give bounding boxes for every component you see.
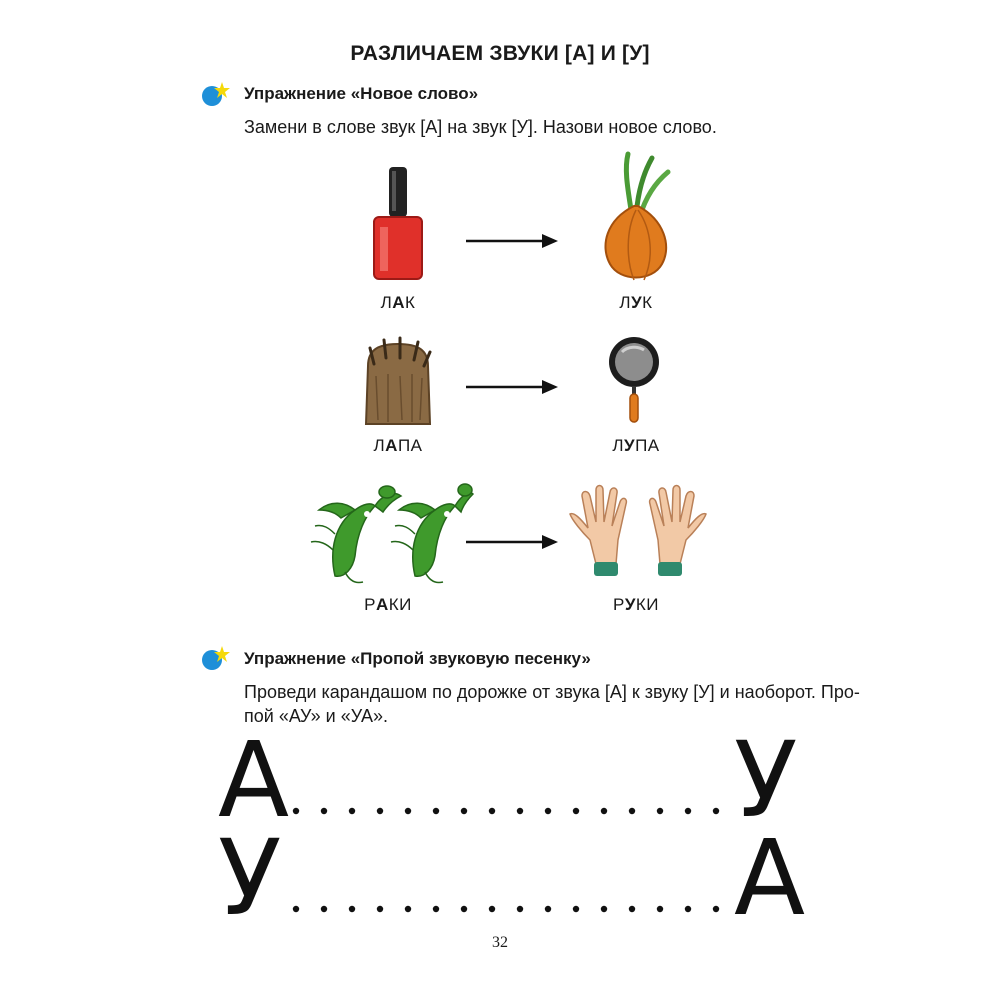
- exercise-bullet-icon: [202, 82, 230, 106]
- tracing-dotted-path[interactable]: [290, 902, 734, 916]
- crayfish-icon: [310, 483, 475, 584]
- hands-icon: [569, 484, 707, 576]
- tracing-dotted-path[interactable]: [290, 804, 734, 818]
- page-number: 32: [492, 934, 508, 951]
- tracing-letter-start: У: [218, 817, 282, 939]
- magnifier-icon: [609, 337, 659, 423]
- tracing-letter-end: У: [734, 719, 798, 841]
- tracing-letter-start: А: [218, 719, 290, 841]
- exercise-bullet-icon: [202, 646, 230, 670]
- word-from: РАКИ: [364, 595, 412, 614]
- exercise2-instruction-line2: пой «АУ» и «УА».: [244, 706, 388, 726]
- exercise2-instruction-line1: Проведи карандашом по дорожке от звука […: [244, 682, 860, 702]
- exercise1-instruction: Замени в слове звук [А] на звук [У]. Наз…: [244, 117, 717, 137]
- page-title: РАЗЛИЧАЕМ ЗВУКИ [А] И [У]: [350, 42, 650, 65]
- exercise1-title: Упражнение «Новое слово»: [244, 84, 479, 103]
- word-from: ЛАК: [380, 293, 416, 312]
- arrow-right-icon: [466, 234, 558, 248]
- word-to: ЛУК: [619, 293, 653, 312]
- word-to: РУКИ: [612, 595, 660, 614]
- nail-polish-icon: [373, 167, 423, 280]
- arrow-right-icon: [466, 535, 558, 549]
- word-to: ЛУПА: [612, 436, 660, 455]
- onion-icon: [604, 151, 671, 281]
- arrow-right-icon: [466, 380, 558, 394]
- tracing-letter-end: А: [734, 817, 806, 939]
- paw-icon: [364, 336, 432, 425]
- word-from: ЛАПА: [373, 436, 423, 455]
- exercise2-title: Упражнение «Пропой звуковую песенку»: [244, 649, 591, 668]
